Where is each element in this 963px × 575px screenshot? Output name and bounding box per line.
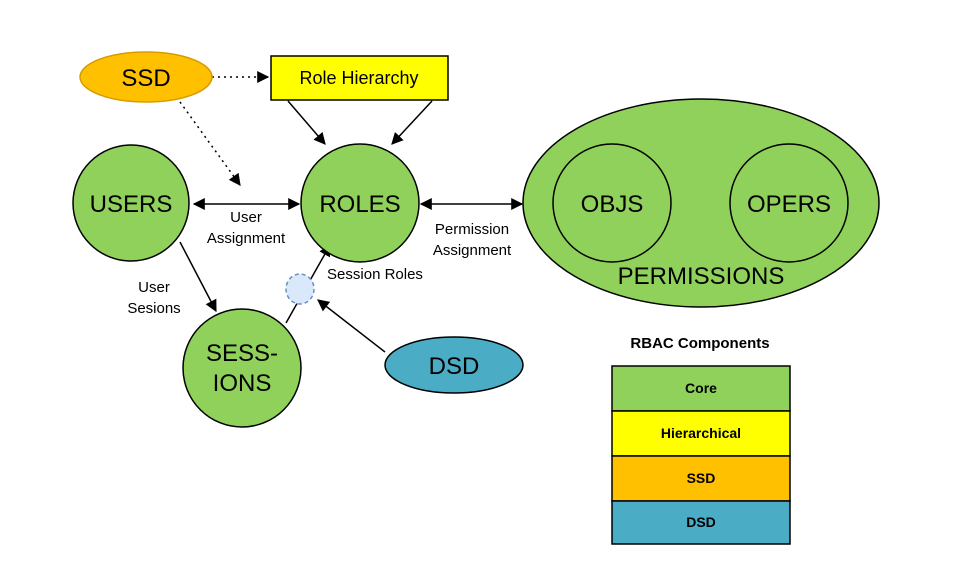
ssd-node: SSD — [79, 51, 213, 103]
roles-label: ROLES — [319, 191, 400, 218]
dsd-node: DSD — [384, 336, 524, 394]
session-roles-label: Session Roles — [327, 266, 423, 283]
user-assignment-label-line2: Assignment — [207, 230, 286, 247]
ssd-label: SSD — [121, 65, 170, 92]
role-hierarchy-to-roles-edge-left — [287, 100, 326, 145]
sessions-node: SESS- IONS — [182, 308, 302, 428]
legend-item-ssd: SSD — [611, 455, 791, 502]
legend: RBAC Components Core Hierarchical SSD DS… — [611, 335, 791, 545]
users-label: USERS — [90, 191, 173, 218]
objs-node: OBJS — [552, 143, 672, 263]
legend-item-hierarchical: Hierarchical — [611, 410, 791, 457]
dsd-label: DSD — [429, 353, 480, 380]
user-sessions-label-line2: Sesions — [127, 300, 180, 317]
ssd-to-user-assignment-edge — [179, 101, 241, 186]
legend-item-dsd-label: DSD — [686, 514, 716, 530]
legend-item-core: Core — [611, 365, 791, 412]
dsd-to-session-point-edge — [317, 299, 386, 353]
roles-node: ROLES — [300, 143, 420, 263]
permission-assignment-label-line2: Assignment — [433, 242, 512, 259]
user-assignment-label-line1: User — [230, 209, 262, 226]
role-hierarchy-node: Role Hierarchy — [270, 55, 449, 101]
legend-item-ssd-label: SSD — [687, 470, 716, 486]
permission-assignment-label-line1: Permission — [435, 221, 509, 238]
objs-label: OBJS — [581, 191, 644, 218]
user-sessions-edge — [179, 241, 217, 313]
user-sessions-label-line1: User — [138, 279, 170, 296]
legend-item-hierarchical-label: Hierarchical — [661, 425, 741, 441]
users-node: USERS — [72, 144, 190, 262]
session-roles-junction — [285, 273, 315, 305]
sessions-label-line1: SESS- — [206, 340, 278, 367]
role-hierarchy-label: Role Hierarchy — [299, 68, 418, 88]
legend-item-dsd: DSD — [611, 500, 791, 545]
permissions-label: PERMISSIONS — [618, 263, 785, 290]
role-hierarchy-to-roles-edge-right — [391, 100, 433, 145]
opers-node: OPERS — [729, 143, 849, 263]
sessions-label-line2: IONS — [213, 370, 272, 397]
opers-label: OPERS — [747, 191, 831, 218]
legend-item-core-label: Core — [685, 380, 717, 396]
legend-title: RBAC Components — [630, 335, 769, 352]
